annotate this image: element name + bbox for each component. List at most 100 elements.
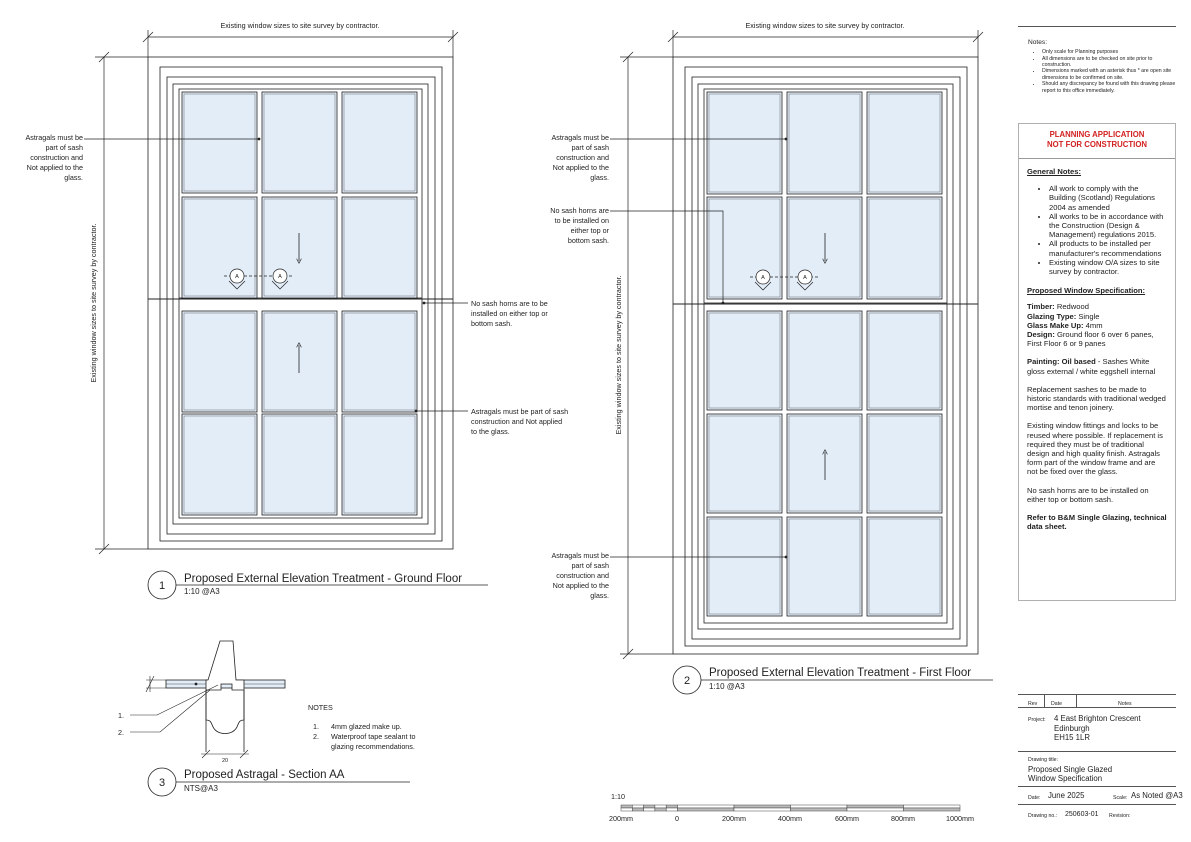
title-block: Rev Date Notes Project: 4 East Brighton … bbox=[1018, 694, 1183, 822]
glass-pane-bead bbox=[183, 312, 256, 411]
refer-paragraph: Refer to B&M Single Glazing, technical d… bbox=[1027, 513, 1167, 532]
svg-text:installed on either top or: installed on either top or bbox=[471, 309, 548, 318]
svg-text:No sash horns are to be: No sash horns are to be bbox=[471, 299, 548, 308]
scale-bar-segment bbox=[665, 807, 678, 812]
scale-bar-segment bbox=[643, 807, 656, 812]
svg-text:construction and: construction and bbox=[30, 153, 83, 162]
drawing-no-label: Drawing no.: bbox=[1028, 813, 1058, 819]
glass-pane bbox=[341, 413, 418, 516]
glass-pane bbox=[786, 91, 863, 195]
glass-pane bbox=[706, 310, 783, 411]
svg-text:1:10 @A3: 1:10 @A3 bbox=[184, 587, 220, 596]
svg-text:glass.: glass. bbox=[590, 173, 609, 182]
general-notes-title: General Notes: bbox=[1027, 167, 1082, 176]
warning-line-1: PLANNING APPLICATION bbox=[1049, 130, 1145, 139]
spec-title: Proposed Window Specification: bbox=[1027, 286, 1146, 296]
svg-text:glass.: glass. bbox=[590, 591, 609, 600]
scale-label: Scale: bbox=[1113, 795, 1128, 801]
glass-pane bbox=[341, 196, 418, 299]
leaders-first-floor bbox=[610, 138, 786, 558]
annotation-astragals-3: Astragals must be part of sash construct… bbox=[551, 551, 609, 600]
design-label: Design: bbox=[1027, 330, 1055, 340]
svg-text:glass.: glass. bbox=[64, 173, 83, 182]
dimension-text-width-2: Existing window sizes to site survey by … bbox=[746, 21, 905, 30]
glass-pane-bead bbox=[868, 415, 941, 512]
glass-pane bbox=[786, 310, 863, 411]
scale-bar-segment bbox=[620, 807, 633, 812]
glass-pane-bead bbox=[263, 415, 336, 514]
svg-text:Astragals must be part of sash: Astragals must be part of sash bbox=[471, 407, 568, 416]
svg-text:part of sash: part of sash bbox=[45, 143, 83, 152]
glass-pane bbox=[786, 516, 863, 617]
date-field-label: Date: bbox=[1028, 795, 1041, 801]
planning-panel: PLANNING APPLICATION NOT FOR CONSTRUCTIO… bbox=[1018, 123, 1176, 601]
glass-pane-bead bbox=[343, 312, 416, 411]
annotation-horns-2: No sash horns are to be installed on eit… bbox=[550, 206, 609, 245]
glass-value: 4mm bbox=[1083, 320, 1103, 330]
svg-text:3: 3 bbox=[159, 777, 165, 789]
notes-panel: Notes: Only scale for Planning purposes … bbox=[1018, 26, 1176, 94]
svg-text:to the glass.: to the glass. bbox=[471, 427, 510, 436]
glass-pane-bead bbox=[343, 415, 416, 514]
section-marker-a-2: A bbox=[278, 274, 282, 280]
glass-pane bbox=[786, 413, 863, 514]
timber-value: Redwood bbox=[1054, 302, 1089, 312]
svg-text:bottom sash.: bottom sash. bbox=[568, 236, 609, 245]
glass-pane-bead bbox=[788, 415, 861, 512]
glass-pane bbox=[181, 91, 258, 194]
svg-text:part of sash: part of sash bbox=[571, 561, 609, 570]
scale-bar-segment bbox=[632, 807, 644, 812]
scale-bar-segment bbox=[790, 804, 848, 809]
scale-bar-segment bbox=[665, 804, 678, 809]
painting-block: Painting: Oil based - Sashes White gloss… bbox=[1027, 357, 1167, 375]
glass-pane-bead bbox=[708, 198, 781, 298]
svg-text:construction and: construction and bbox=[556, 571, 609, 580]
window-ground-floor bbox=[147, 56, 454, 550]
svg-text:1000mm: 1000mm bbox=[946, 814, 974, 823]
notes-list: Only scale for Planning purposes All dim… bbox=[1028, 49, 1176, 94]
project-label: Project: bbox=[1028, 717, 1046, 723]
glazing-value: Single bbox=[1076, 311, 1100, 321]
view-label-1: 1 Proposed External Elevation Treatment … bbox=[147, 570, 488, 600]
svg-text:glazing recommendations.: glazing recommendations. bbox=[331, 742, 415, 751]
general-note: Existing window O/A sizes to site survey… bbox=[1049, 258, 1167, 276]
scale-bar: 1:10 200mm 0 200mm 400mm 600mm 800mm 100… bbox=[609, 792, 974, 823]
svg-text:Proposed External Elevation Tr: Proposed External Elevation Treatment - … bbox=[184, 573, 462, 585]
scale-bar-segment bbox=[790, 807, 848, 812]
glass-pane-bead bbox=[868, 93, 941, 193]
project-address: 4 East Brighton Crescent Edinburgh EH15 … bbox=[1054, 714, 1141, 743]
glass-pane-bead bbox=[868, 198, 941, 298]
svg-text:NTS@A3: NTS@A3 bbox=[184, 784, 218, 793]
svg-text:1:10 @A3: 1:10 @A3 bbox=[709, 682, 745, 691]
glass-pane bbox=[341, 91, 418, 194]
glass-pane-bead bbox=[868, 518, 941, 615]
glass-pane-bead bbox=[263, 198, 336, 297]
svg-text:part of sash: part of sash bbox=[571, 143, 609, 152]
notes-label: Notes bbox=[1118, 701, 1132, 707]
scale-bar-segment bbox=[846, 804, 904, 809]
svg-text:4mm glazed make up.: 4mm glazed make up. bbox=[331, 722, 402, 731]
section-marker-a-1: A bbox=[235, 274, 239, 280]
svg-text:200mm: 200mm bbox=[722, 814, 746, 823]
view-label-3: 3 Proposed Astragal - Section AA NTS@A3 bbox=[147, 767, 410, 797]
callout-1: 1. bbox=[118, 711, 124, 720]
warning-line-2: NOT FOR CONSTRUCTION bbox=[1046, 140, 1148, 149]
svg-text:No sash horns are: No sash horns are bbox=[550, 206, 609, 215]
svg-text:Proposed External Elevation Tr: Proposed External Elevation Treatment - … bbox=[709, 667, 971, 679]
svg-text:Astragals must be: Astragals must be bbox=[551, 551, 609, 560]
glass-pane bbox=[706, 413, 783, 514]
notes-item: Dimensions marked with an asterisk thus … bbox=[1042, 68, 1176, 81]
date-value: June 2025 bbox=[1048, 791, 1085, 800]
rev-label: Rev bbox=[1028, 701, 1038, 707]
drawing-no-value: 250603-01 bbox=[1065, 811, 1099, 818]
svg-text:to be installed on: to be installed on bbox=[555, 216, 609, 225]
glass-pane-bead bbox=[788, 312, 861, 409]
glass-pane-bead bbox=[183, 93, 256, 192]
svg-text:1.: 1. bbox=[313, 722, 319, 731]
glass-pane-bead bbox=[343, 198, 416, 297]
scale-bar-segment bbox=[733, 807, 791, 812]
glass-pane-bead bbox=[788, 198, 861, 298]
glass-pane-bead bbox=[183, 198, 256, 297]
svg-text:200mm: 200mm bbox=[609, 814, 633, 823]
